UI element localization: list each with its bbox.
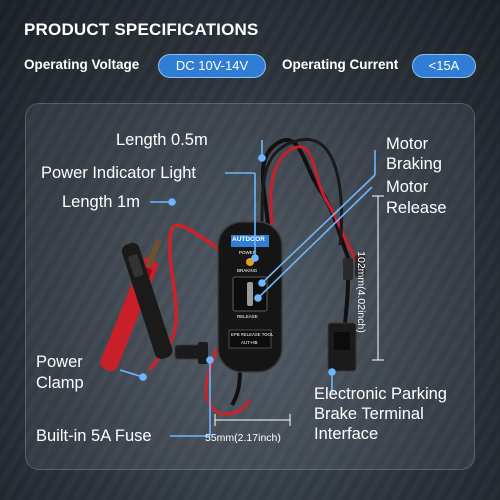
terminal-cable — [343, 279, 350, 326]
black-clamp — [121, 242, 173, 359]
callout-dot-length-short — [258, 154, 266, 162]
motor-release-label-line1: Motor — [386, 178, 429, 196]
callout-dot-fuse — [206, 356, 214, 364]
motor-braking-label-line2: Braking — [386, 155, 442, 173]
callout-line-clamp — [119, 369, 144, 378]
callout-dot-release — [254, 294, 262, 302]
operating-voltage-value: DC 10V-14V — [158, 54, 266, 78]
callout-dot-braking — [258, 279, 266, 287]
motor-braking-label-line1: Motor — [386, 135, 429, 153]
callout-line-release — [257, 186, 373, 299]
fuse-label: Built-in 5A Fuse — [36, 427, 152, 445]
epb-interface-label-line1: Electronic Parking — [314, 385, 447, 403]
device-brand-text: AUTDOOR — [232, 236, 265, 243]
width-dimension-text: 55mm(2.17inch) — [205, 432, 281, 444]
epb-interface-label-line2: Brake Terminal — [314, 405, 424, 423]
device-brand-plate — [231, 235, 269, 247]
callout-line-braking — [261, 174, 376, 284]
device-power-text: POWER — [239, 250, 257, 255]
small-connector-left — [343, 258, 353, 280]
power-indicator-label: Power Indicator Light — [41, 164, 197, 182]
page-title: PRODUCT SPECIFICATIONS — [24, 20, 259, 39]
callout-dot-epb — [328, 368, 336, 376]
power-clamp-label-line2: Clamp — [36, 374, 84, 392]
device-braking-text: BRAKING — [237, 268, 258, 273]
specs-row: Operating Voltage DC 10V-14V Operating C… — [24, 54, 480, 78]
epb-terminal-socket — [334, 332, 350, 350]
callout-dot-power-indicator — [251, 254, 259, 262]
small-connector-right — [355, 255, 365, 277]
operating-voltage-label: Operating Voltage — [24, 57, 140, 72]
device-model-text: AUT-HB — [241, 340, 258, 345]
rocker-switch — [247, 282, 253, 306]
red-upper-cable — [269, 145, 358, 261]
power-clamp-label-line1: Power — [36, 353, 83, 371]
epb-interface-label-line3: Interface — [314, 425, 379, 443]
callout-dot-clamp — [139, 373, 147, 381]
fuse-cap — [198, 342, 208, 364]
black-upper-cable — [260, 138, 352, 263]
black-loop-cable — [260, 137, 344, 246]
device-release-text: RELEASE — [237, 314, 258, 319]
operating-current-label: Operating Current — [282, 57, 399, 72]
device-label-text: EPB RELEASE TOOL — [231, 332, 274, 337]
height-dimension-text: 102mm(4.02inch) — [354, 251, 367, 333]
motor-release-label-line2: Release — [386, 199, 447, 217]
length-short-label: Length 0.5m — [116, 131, 208, 149]
black-lower-cable — [230, 369, 242, 407]
length-long-label: Length 1m — [62, 193, 140, 211]
operating-current-value: <15A — [412, 54, 476, 78]
callout-dot-length-long — [168, 198, 176, 206]
device-label-plate — [228, 329, 272, 349]
